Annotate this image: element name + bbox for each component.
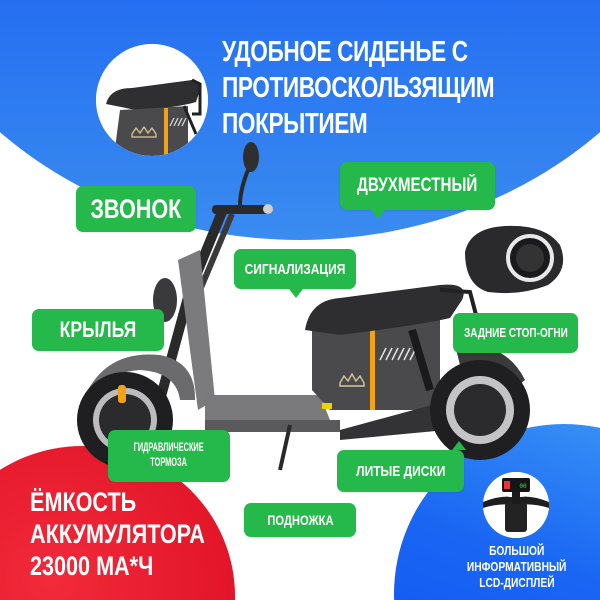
headline-seat: Удобное сиденье с противоскользящим покр… <box>222 34 495 142</box>
lcd-caption-line: LCD-дисплей <box>479 576 555 590</box>
label-fenders-text: Крылья <box>59 317 137 342</box>
callout-tail-icon <box>452 441 466 450</box>
label-hydraulic-brakes: Гидравлические тормоза <box>108 430 230 482</box>
label-kickstand: Подножка <box>244 503 356 537</box>
lcd-screen-value: 00 <box>519 483 527 490</box>
headline-line: покрытием <box>222 108 368 140</box>
battery-line: 23000 мА*ч <box>30 551 154 581</box>
callout-tail-icon <box>371 210 385 219</box>
label-alarm-text: Сигнализация <box>244 260 346 278</box>
label-alarm: Сигнализация <box>234 249 356 289</box>
crown-icon <box>339 372 365 387</box>
label-bell: Звонок <box>76 186 196 232</box>
label-cast-rims-text: Литые диски <box>355 462 446 480</box>
label-brakes-line: тормоза <box>150 457 188 469</box>
battery-line: аккумулятора <box>30 519 205 549</box>
label-bell-text: Звонок <box>90 193 182 224</box>
seat-icon <box>96 44 208 156</box>
lcd-caption-line: информативный <box>467 560 567 574</box>
label-cast-rims: Литые диски <box>337 450 464 492</box>
battery-capacity-text: Ёмкость аккумулятора 23000 мА*ч <box>30 486 205 582</box>
label-two-seater-text: Двухместный <box>357 175 478 196</box>
crown-icon <box>131 125 157 138</box>
seat-inset-photo <box>96 44 208 156</box>
lcd-display-icon: 00 <box>483 472 549 538</box>
headline-line: Удобное сиденье с <box>222 36 468 68</box>
label-two-seater: Двухместный <box>340 162 495 210</box>
label-rear-brake-lights: Задние стоп-огни <box>453 313 578 353</box>
label-kickstand-text: Подножка <box>266 512 334 528</box>
label-rear-brake-lights-text: Задние стоп-огни <box>463 326 568 340</box>
label-fenders: Крылья <box>32 309 164 351</box>
callout-tail-icon <box>289 289 303 298</box>
lcd-inset-photo: 00 <box>483 472 549 538</box>
battery-line: Ёмкость <box>30 487 137 517</box>
lcd-caption-line: Большой <box>489 544 545 558</box>
label-brakes-line: Гидравлические <box>134 442 204 454</box>
lcd-caption: Большой информативный LCD-дисплей <box>456 543 578 591</box>
headline-line: противоскользящим <box>222 72 495 104</box>
